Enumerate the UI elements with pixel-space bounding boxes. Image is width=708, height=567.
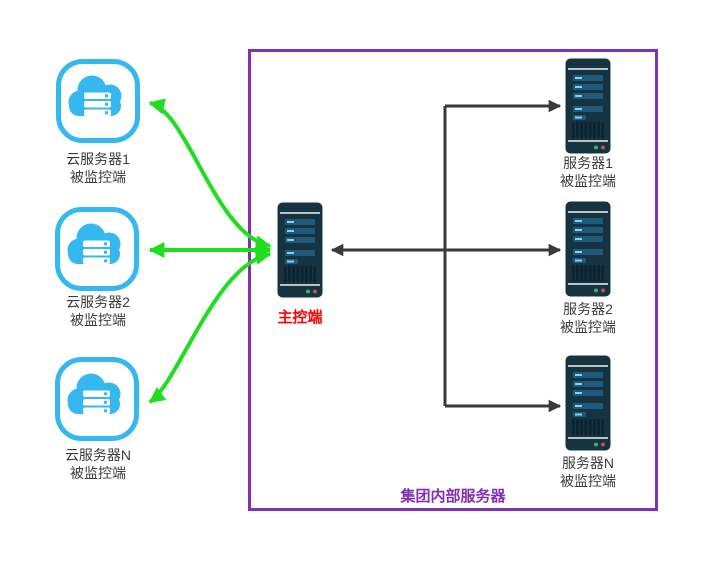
group-box-label: 集团内部服务器 — [400, 488, 506, 505]
node-role: 被监控端 — [560, 173, 616, 189]
server-1-node — [565, 58, 611, 159]
server-2-node — [565, 201, 611, 302]
node-name: 服务器1 — [563, 155, 613, 171]
node-role: 被监控端 — [560, 319, 616, 335]
node-name: 云服务器1 — [66, 151, 130, 167]
cloud-server-1-node — [55, 58, 141, 149]
server-2-label: 服务器2 被监控端 — [526, 300, 650, 336]
node-role: 被监控端 — [70, 465, 126, 481]
cloud-server-icon — [56, 59, 140, 143]
node-role: 被监控端 — [560, 473, 616, 489]
cloud-server-2-label: 云服务器2 被监控端 — [36, 293, 160, 329]
master-server-node — [277, 202, 323, 303]
cloud-server-icon — [55, 207, 139, 291]
node-name: 服务器2 — [563, 301, 613, 317]
node-role: 被监控端 — [70, 312, 126, 328]
server-1-label: 服务器1 被监控端 — [526, 154, 650, 190]
node-name: 云服务器2 — [66, 294, 130, 310]
server-n-label: 服务器N 被监控端 — [526, 454, 650, 490]
node-name: 服务器N — [561, 455, 615, 471]
tower-server-icon — [277, 202, 323, 298]
tower-server-icon — [565, 201, 611, 297]
cloud-server-1-label: 云服务器1 被监控端 — [36, 150, 160, 186]
server-n-node — [565, 355, 611, 456]
node-name: 云服务器N — [64, 447, 132, 463]
cloud-server-icon — [55, 357, 139, 441]
cloud-server-n-node — [54, 356, 140, 447]
tower-server-icon — [565, 58, 611, 154]
master-server-label: 主控端 — [277, 309, 323, 326]
cloud-server-n-label: 云服务器N 被监控端 — [36, 446, 160, 482]
node-role: 被监控端 — [70, 169, 126, 185]
tower-server-icon — [565, 355, 611, 451]
cloud-server-2-node — [54, 206, 140, 297]
